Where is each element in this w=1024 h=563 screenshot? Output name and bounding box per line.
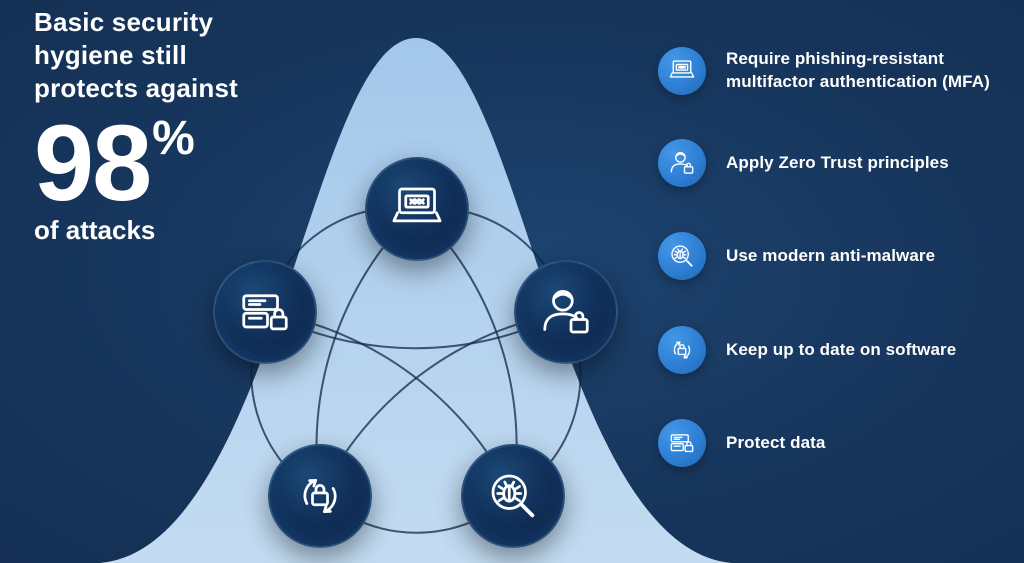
recommendation-item-anti-malware: Use modern anti-malware [658,232,1014,280]
stat-caption: of attacks [34,214,156,245]
network-node-zero-trust [514,260,618,364]
malware-scan-icon [491,474,535,518]
malware-scan-icon [658,232,706,280]
person-lock-icon [658,139,706,187]
data-protection-icon [242,294,288,331]
recommendation-label: Protect data [726,432,826,452]
recommendation-item-protect-data: Protect data [658,419,1014,467]
recommendation-item-update-software: Keep up to date on software [658,326,1014,374]
stat: 98% [34,109,284,217]
data-protection-icon [658,419,706,467]
recommendation-item-zero-trust: Apply Zero Trust principles [658,139,1014,187]
network-node-anti-malware [461,444,565,548]
network-node-mfa [365,157,469,261]
person-lock-icon [543,290,589,334]
software-update-lock-icon [303,479,337,513]
network-node-protect-data [213,260,317,364]
stat-percent-symbol: % [152,112,195,166]
recommendation-label: Keep up to date on software [726,339,957,359]
network-node-update-software [268,444,372,548]
headline: Basic security hygiene still protects ag… [34,6,284,246]
recommendation-label: Use modern anti-malware [726,245,936,265]
recommendation-label: Apply Zero Trust principles [726,152,949,172]
recommendation-item-mfa: Require phishing-resistant multifactor a… [658,47,1014,95]
software-update-lock-icon [658,326,706,374]
headline-lead: Basic security hygiene still protects ag… [34,7,239,103]
recommendation-label: Require phishing-resistant multifactor a… [726,49,990,91]
laptop-password-icon [392,187,442,223]
laptop-password-icon [658,47,706,95]
stat-number: 98 [34,102,152,224]
